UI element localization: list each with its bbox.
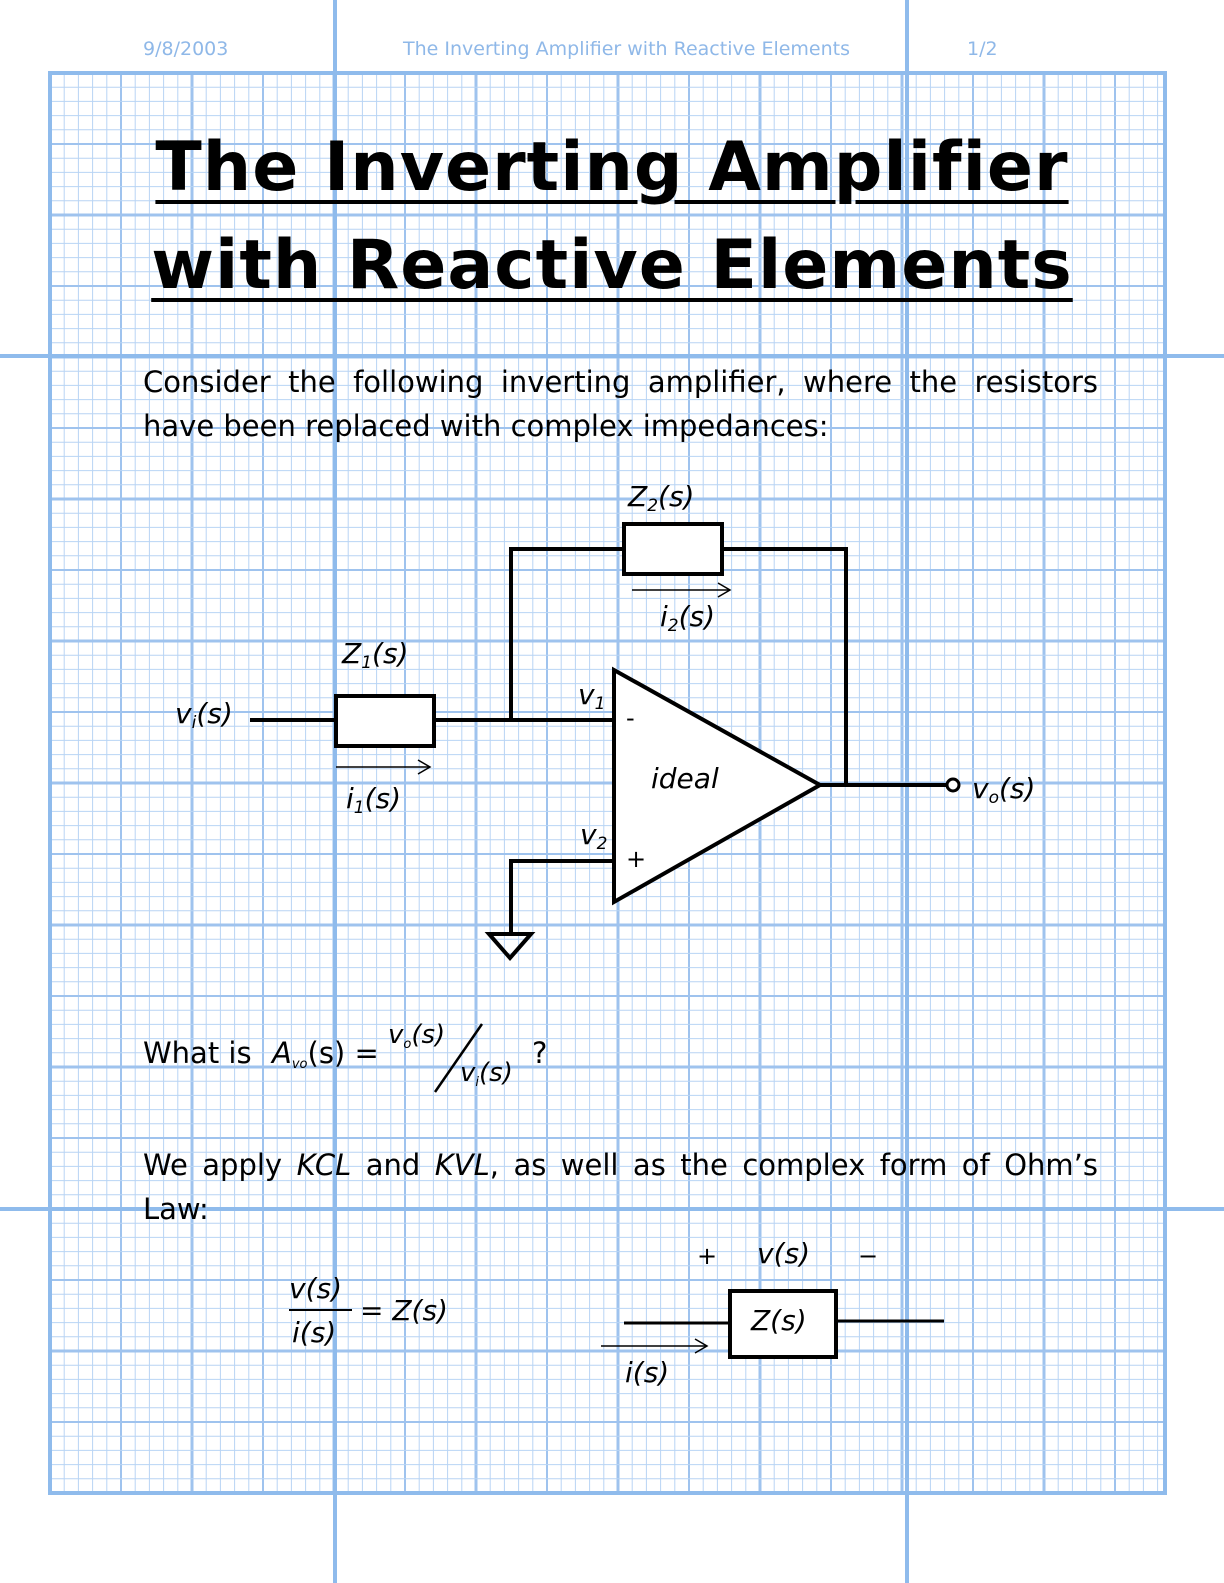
header-title: The Inverting Amplifier with Reactive El… [403,38,851,60]
element-impedance-box [728,1289,838,1359]
element-impedance-label: Z(s) [751,1304,807,1337]
feedback-wire-left [509,547,624,720]
element-current-label: i(s) [625,1356,670,1389]
gain-denominator: vi(s) [460,1058,513,1090]
intro-paragraph: Consider the following inverting amplifi… [143,365,1098,443]
ohm-denominator: i(s) [292,1316,337,1349]
gain-symbol: Avo(s) = [272,1036,379,1072]
gain-numerator: vo(s) [388,1020,446,1052]
inverting-input-sign: - [626,704,635,732]
op-amp-triangle [612,666,825,906]
vo-label: vo(s) [972,772,1036,808]
z1-impedance-box [334,694,436,748]
page-title-line2: with Reactive Elements [151,226,1073,305]
page-title-line1: The Inverting Amplifier [155,128,1069,207]
vi-label: vi(s) [175,697,233,733]
header-page: 1/2 [967,38,998,60]
z2-impedance-box [622,522,724,576]
element-minus-sign: − [858,1242,879,1270]
op-amp-ideal-label: ideal [651,762,719,795]
question-prefix: What is [143,1036,252,1070]
z2-label: Z2(s) [628,480,695,516]
header-date: 9/8/2003 [143,38,229,60]
noninverting-input-sign: + [626,845,647,873]
element-voltage-label: v(s) [757,1237,811,1270]
question-mark: ? [532,1036,548,1070]
v2-label: v2 [580,818,608,854]
feedback-wire-right [722,547,848,785]
i1-label: i1(s) [346,782,402,818]
v1-label: v1 [578,678,606,714]
kcl-kvl-paragraph: We apply KCL and KVL, as well as the com… [143,1148,1098,1226]
ohm-numerator: v(s) [289,1272,343,1305]
i2-label: i2(s) [660,600,716,636]
ground-wire [509,859,614,934]
z1-label: Z1(s) [342,637,409,673]
element-plus-sign: + [697,1242,718,1270]
output-terminal [945,777,961,793]
ground-symbol-icon [484,932,536,962]
ohm-rhs: = Z(s) [360,1294,448,1327]
gain-fraction-slash [433,1023,484,1093]
